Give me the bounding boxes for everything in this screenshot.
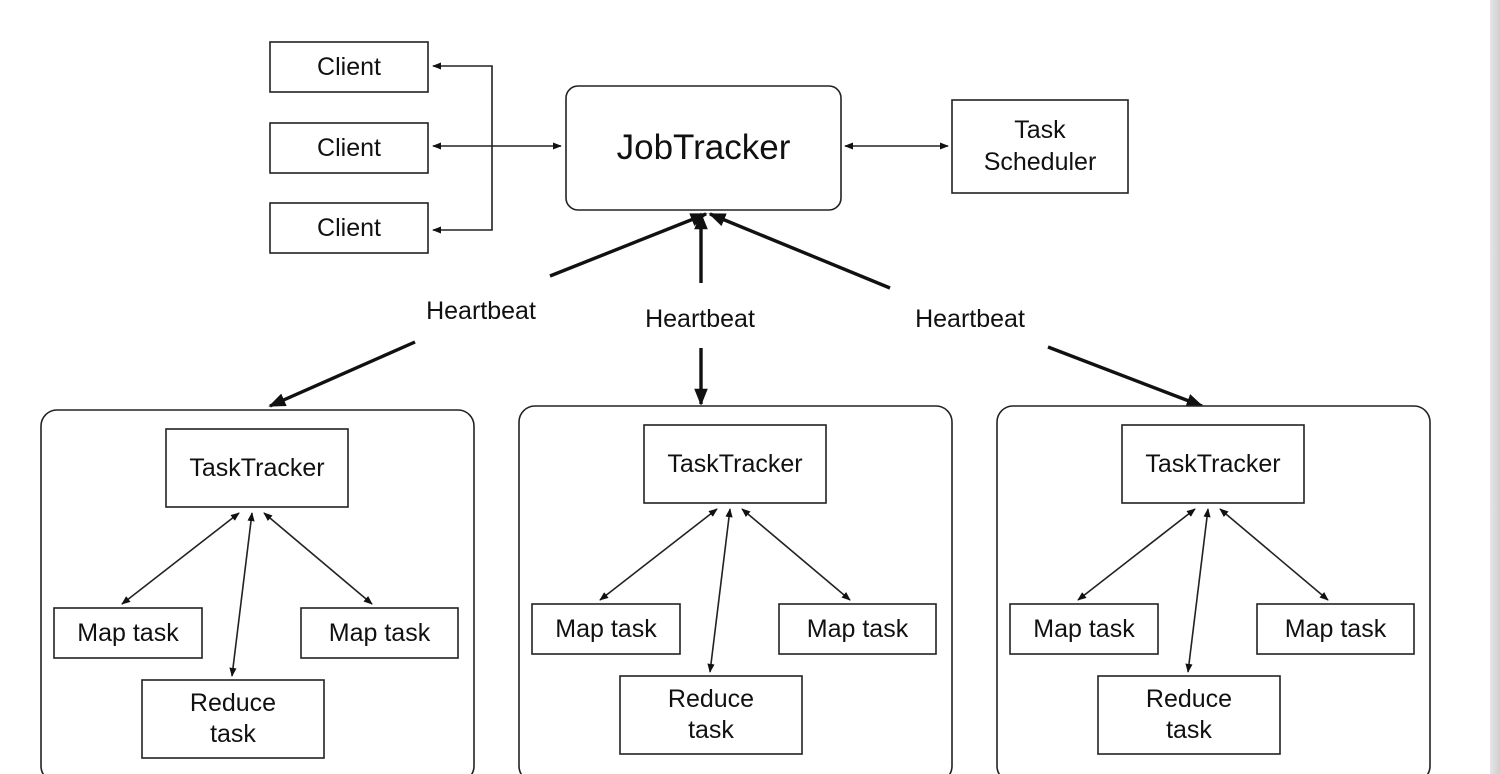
jobtracker-box xyxy=(565,85,842,211)
tasktracker-node-3 xyxy=(996,405,1431,774)
tasktracker-reduce-arrow xyxy=(707,508,733,673)
map-task-label: Map task xyxy=(77,618,179,647)
map-task-box xyxy=(778,603,937,655)
tasktracker-label: TaskTracker xyxy=(1145,449,1281,478)
client-box xyxy=(269,122,429,174)
map-task-label: Map task xyxy=(328,618,431,647)
tasktracker-reduce-arrow xyxy=(229,512,255,677)
map-task-label: Map task xyxy=(806,614,909,643)
reduce-task-box xyxy=(1097,675,1281,755)
client-box xyxy=(269,41,429,93)
heartbeat-label: Heartbeat xyxy=(645,304,755,333)
client-connectors xyxy=(432,62,562,234)
tasktracker-map-arrow xyxy=(741,508,851,601)
tasktracker-map-arrow xyxy=(1219,508,1329,601)
map-task-box xyxy=(1256,603,1415,655)
heartbeat-right-up-arrow xyxy=(708,212,891,290)
tasktracker-box xyxy=(165,428,349,508)
map-task-box xyxy=(1009,603,1159,655)
client-box xyxy=(269,202,429,254)
heartbeat-label: Heartbeat xyxy=(426,296,536,325)
client-label: Client xyxy=(317,213,381,242)
heartbeat-arrows xyxy=(268,212,1204,408)
window-edge xyxy=(1490,0,1500,774)
map-task-label: Map task xyxy=(555,614,657,643)
task-scheduler-label: Task Scheduler xyxy=(983,116,1097,176)
reduce-task-box xyxy=(141,679,325,759)
heartbeat-label: Heartbeat xyxy=(915,304,1025,333)
reduce-task-label: Reduce task xyxy=(189,688,277,748)
tasktracker-map-arrow xyxy=(263,512,373,605)
map-task-label: Map task xyxy=(1284,614,1387,643)
heartbeat-left-up-arrow xyxy=(549,212,708,278)
tasktracker-map-arrow xyxy=(599,508,718,601)
heartbeat-right-down-arrow xyxy=(1047,345,1204,408)
map-task-label: Map task xyxy=(1033,614,1135,643)
client-bracket-line xyxy=(432,62,493,234)
tasktracker-box xyxy=(1121,424,1305,504)
tasktracker-box xyxy=(643,424,827,504)
tasktracker-label: TaskTracker xyxy=(189,453,325,482)
reduce-task-box xyxy=(619,675,803,755)
reduce-task-label: Reduce task xyxy=(667,684,755,744)
tasktracker-label: TaskTracker xyxy=(667,449,803,478)
heartbeat-left-down-arrow xyxy=(268,340,416,408)
tasktracker-node-2 xyxy=(518,405,953,774)
map-task-box xyxy=(53,607,203,659)
map-task-box xyxy=(531,603,681,655)
tasktracker-map-arrow xyxy=(121,512,240,605)
reduce-task-label: Reduce task xyxy=(1145,684,1233,744)
map-task-box xyxy=(300,607,459,659)
tasktracker-reduce-arrow xyxy=(1185,508,1211,673)
jobtracker-label: JobTracker xyxy=(616,127,791,167)
tasktracker-map-arrow xyxy=(1077,508,1196,601)
task-scheduler-box xyxy=(951,99,1129,194)
tasktracker-node-1 xyxy=(40,409,475,774)
client-label: Client xyxy=(317,52,381,81)
client-label: Client xyxy=(317,133,381,162)
